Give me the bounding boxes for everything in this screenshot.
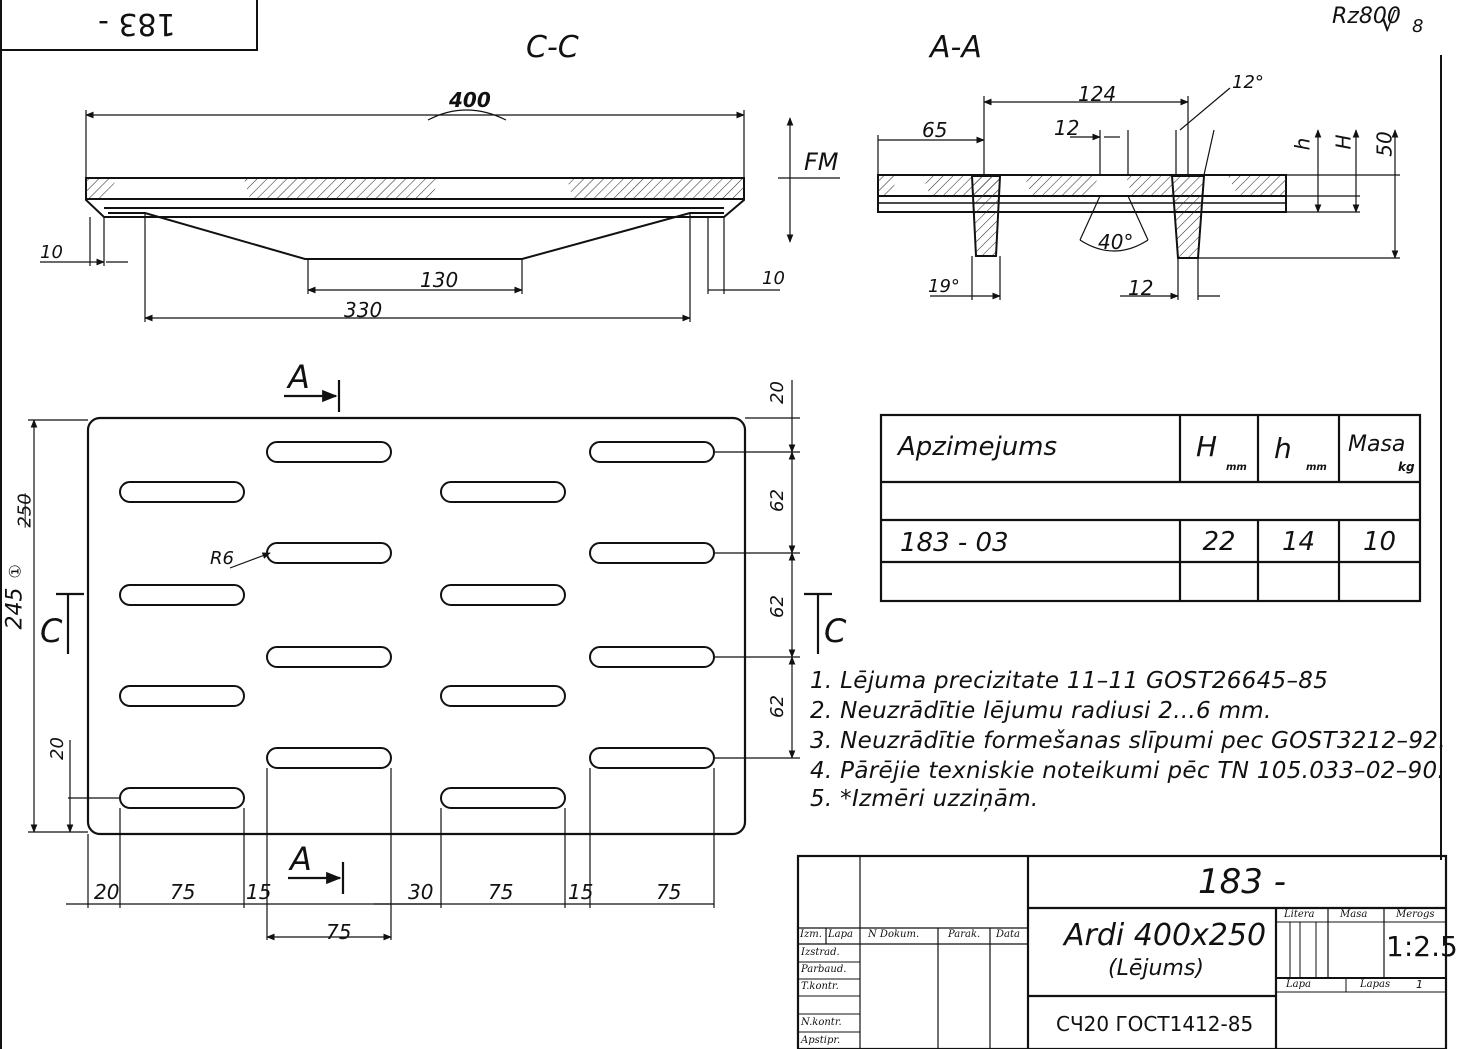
table-header-designation: Apzimejums bbox=[898, 432, 1058, 462]
tb-role-2: T.kontr. bbox=[801, 981, 839, 992]
parts-table bbox=[879, 413, 1422, 603]
table-header-h: h bbox=[1274, 432, 1292, 465]
corner-doc-number: 183 - bbox=[98, 6, 176, 41]
plan-left-20: 20 bbox=[46, 737, 68, 760]
plan-right-dim-3: 62 bbox=[766, 695, 788, 718]
plan-right-dim-1: 62 bbox=[766, 489, 788, 512]
section-cc-title: C-C bbox=[526, 30, 579, 65]
title-name: Ardi 400x250 bbox=[1064, 918, 1267, 953]
cc-dim-overall: 400 bbox=[449, 88, 491, 112]
table-unit-h: mm bbox=[1306, 462, 1327, 473]
roughness-value: Rz800 bbox=[1332, 4, 1401, 29]
tb-scale: 1:2.5 bbox=[1386, 930, 1458, 963]
plan-right-dim-0: 20 bbox=[766, 381, 788, 404]
aa-dim-angle19: 19° bbox=[928, 276, 960, 297]
roughness-sub: 8 bbox=[1412, 16, 1424, 37]
tb-lapa-label: Lapa bbox=[1286, 979, 1311, 990]
title-block bbox=[796, 854, 1448, 1049]
tb-role-1: Parbaud. bbox=[801, 964, 847, 975]
plan-view bbox=[28, 380, 832, 941]
plan-bottom-dim-0: 20 bbox=[94, 880, 120, 904]
aa-dim-65: 65 bbox=[922, 118, 948, 142]
plan-r6: R6 bbox=[210, 548, 234, 569]
plan-right-dim-2: 62 bbox=[766, 595, 788, 618]
aa-dim-12-top: 12 bbox=[1054, 116, 1080, 140]
title-doc-number: 183 - bbox=[1198, 862, 1286, 902]
tb-litera-label: Litera bbox=[1284, 909, 1315, 920]
plan-bottom-75: 75 bbox=[326, 920, 352, 944]
note-5: 5. *Izmēri uzziņām. bbox=[810, 786, 1039, 812]
aa-dim-angle40: 40° bbox=[1098, 230, 1134, 254]
plan-height-mark: ① bbox=[5, 564, 25, 579]
plan-bottom-dim-6: 75 bbox=[656, 880, 682, 904]
title-subtitle: (Lējums) bbox=[1108, 956, 1204, 981]
table-row-mass: 10 bbox=[1362, 527, 1397, 557]
cc-dim-left-edge: 10 bbox=[40, 242, 63, 263]
table-unit-H: mm bbox=[1226, 462, 1247, 473]
note-1: 1. Lējuma precizitate 11–11 GOST26645–85 bbox=[810, 668, 1329, 694]
tb-merogs-label: Merogs bbox=[1396, 909, 1435, 920]
tb-lapas-value: 1 bbox=[1416, 978, 1423, 991]
tb-role-0: Izstrad. bbox=[801, 947, 840, 958]
table-row-H: 22 bbox=[1202, 527, 1236, 557]
section-aa-view bbox=[877, 87, 1400, 300]
plan-bottom-dim-4: 75 bbox=[488, 880, 514, 904]
plan-bottom-dim-5: 15 bbox=[568, 880, 594, 904]
tb-col-izm: Izm. bbox=[800, 929, 822, 940]
section-cc-view bbox=[40, 109, 840, 322]
plan-bottom-dim-1: 75 bbox=[170, 880, 196, 904]
tb-masa-label: Masa bbox=[1340, 909, 1368, 920]
aa-dim-12-bottom: 12 bbox=[1128, 276, 1154, 300]
plan-height-dim: 245 bbox=[2, 587, 28, 630]
aa-dim-H: H bbox=[1331, 134, 1356, 150]
tb-col-lapa: Lapa bbox=[828, 929, 853, 940]
aa-dim-h: h bbox=[1290, 137, 1315, 151]
cc-dim-bottom: 330 bbox=[344, 298, 383, 322]
table-row-h: 14 bbox=[1281, 527, 1316, 557]
cc-dim-right-edge: 10 bbox=[762, 268, 785, 289]
aa-dim-124: 124 bbox=[1078, 82, 1117, 106]
tb-role-3: N.kontr. bbox=[801, 1017, 842, 1028]
plan-bottom-dim-2: 15 bbox=[246, 880, 272, 904]
section-mark-a-top: A bbox=[288, 358, 310, 396]
table-row-designation: 183 - 03 bbox=[900, 528, 1009, 558]
aa-dim-angle12: 12° bbox=[1232, 72, 1264, 93]
table-header-H: H bbox=[1196, 430, 1218, 463]
cc-dim-flat: 130 bbox=[420, 268, 459, 292]
section-mark-c-left: C bbox=[40, 612, 63, 650]
section-mark-c-right: C bbox=[824, 612, 847, 650]
table-unit-mass: kg bbox=[1398, 460, 1415, 474]
cc-dim-fm: FM bbox=[804, 148, 839, 176]
table-header-mass: Masa bbox=[1348, 432, 1406, 457]
section-mark-a-bottom: A bbox=[290, 840, 312, 878]
roughness-symbol-icon: √ bbox=[1380, 8, 1397, 38]
aa-dim-50: 50 bbox=[1372, 131, 1397, 157]
tb-role-4: Apstipr. bbox=[801, 1035, 841, 1046]
tb-col-parak: Parak. bbox=[948, 929, 981, 940]
plan-bottom-dim-3: 30 bbox=[408, 880, 434, 904]
tb-lapas-label: Lapas bbox=[1360, 979, 1391, 990]
plan-height-struck: 250 bbox=[14, 493, 36, 528]
note-4: 4. Pārējie texniskie noteikumi pēc TN 10… bbox=[810, 758, 1446, 784]
note-2: 2. Neuzrādītie lējumu radiusi 2...6 mm. bbox=[810, 698, 1272, 724]
note-3: 3. Neuzrādītie formešanas slīpumi pec GO… bbox=[810, 728, 1446, 754]
title-material: СЧ20 ГОСТ1412-85 bbox=[1056, 1012, 1254, 1036]
section-aa-title: A-A bbox=[930, 30, 982, 65]
tb-col-ndokum: N Dokum. bbox=[868, 929, 920, 940]
tb-col-data: Data bbox=[996, 929, 1020, 940]
